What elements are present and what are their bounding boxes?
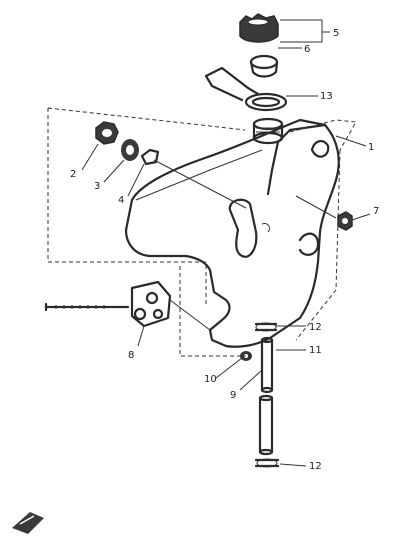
tank-grommet bbox=[337, 211, 353, 231]
fuel-nut bbox=[95, 121, 119, 145]
callout-13: 13 bbox=[320, 91, 333, 102]
cap-strap bbox=[204, 66, 288, 112]
hose-clip-upper bbox=[254, 322, 278, 332]
callout-2: 2 bbox=[70, 169, 76, 180]
small-gasket bbox=[140, 148, 160, 166]
callout-9: 9 bbox=[230, 390, 236, 401]
callout-8: 8 bbox=[128, 350, 134, 361]
fuel-hose-upper bbox=[260, 336, 274, 394]
fuel-washer bbox=[121, 139, 139, 161]
callout-3: 3 bbox=[94, 181, 100, 192]
filler-neck bbox=[252, 117, 284, 145]
callout-7: 7 bbox=[373, 206, 379, 217]
fuel-hose-lower bbox=[258, 394, 274, 456]
callout-12-upper: 12 bbox=[309, 322, 322, 333]
corner-emblem bbox=[12, 512, 44, 534]
fuel-cap bbox=[239, 13, 279, 43]
fuel-cock bbox=[44, 280, 172, 328]
callout-11: 11 bbox=[309, 345, 322, 356]
group-outline bbox=[47, 107, 357, 357]
hose-clip-lower bbox=[254, 458, 280, 468]
cap-gasket bbox=[249, 54, 279, 78]
callout-1: 1 bbox=[368, 142, 374, 153]
callout-6: 6 bbox=[304, 44, 310, 55]
callout-4: 4 bbox=[118, 195, 124, 206]
leader-lines bbox=[81, 19, 371, 467]
callout-10: 10 bbox=[204, 374, 217, 385]
callout-5: 5 bbox=[333, 28, 339, 39]
callout-12-lower: 12 bbox=[309, 461, 322, 472]
